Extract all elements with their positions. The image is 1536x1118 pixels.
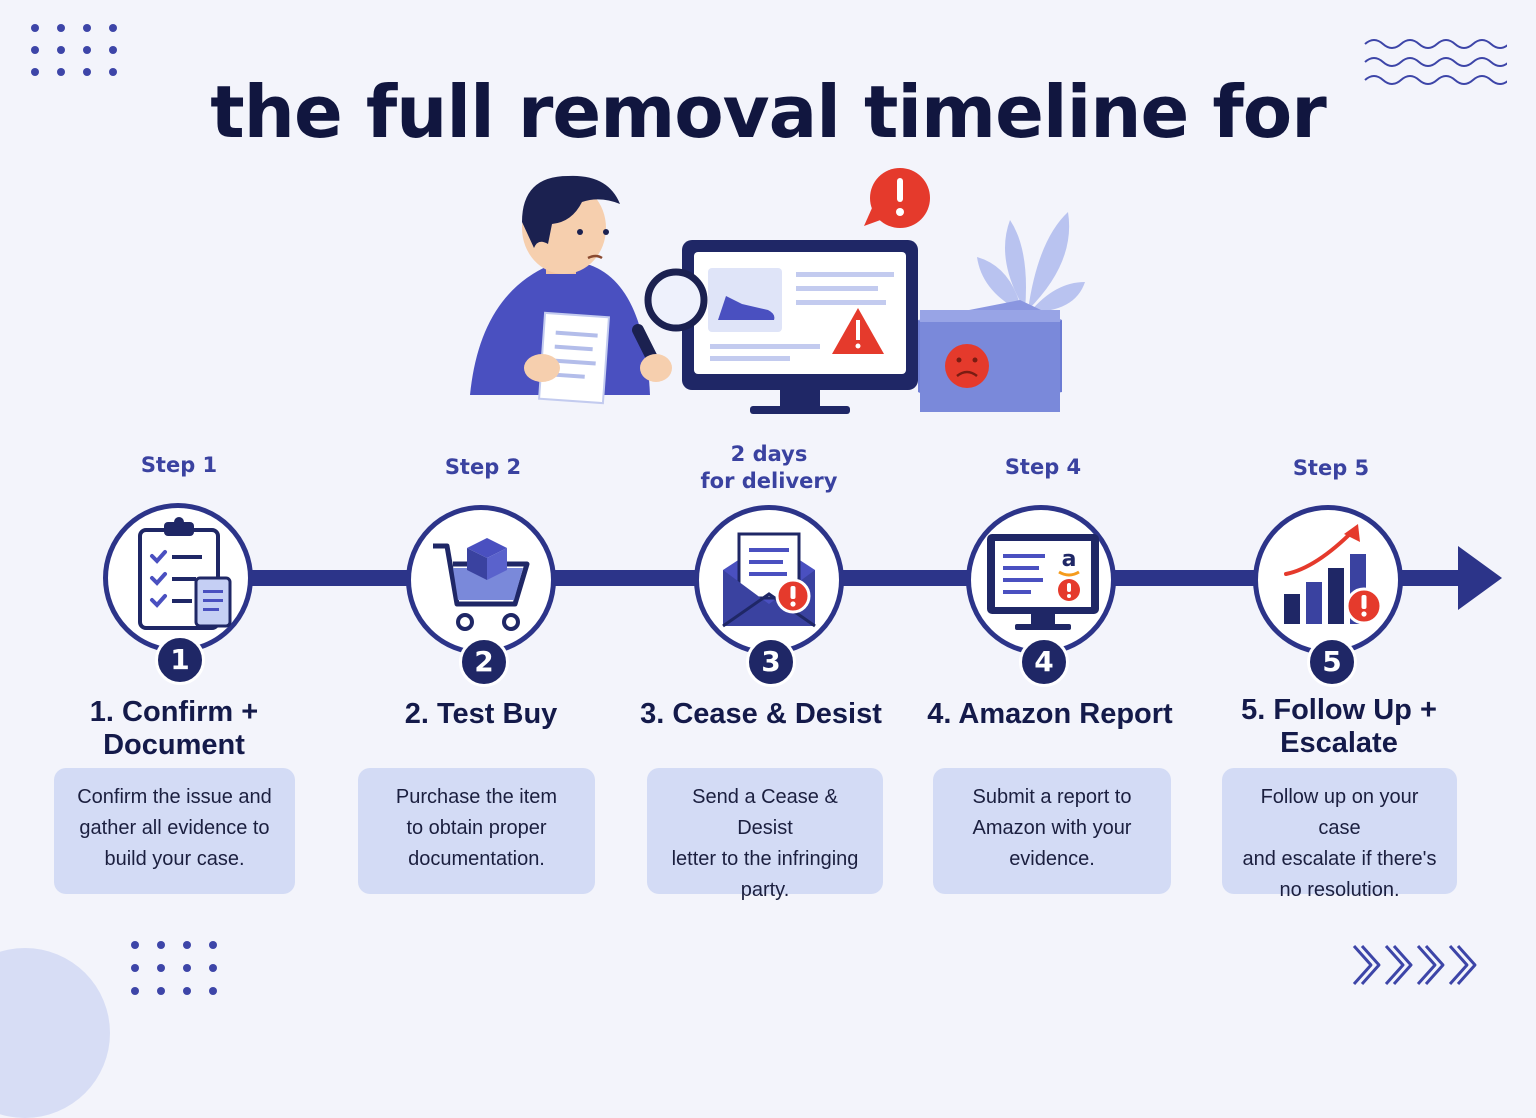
wave-decoration	[1364, 39, 1507, 85]
step-4-number: 4	[1019, 637, 1069, 687]
step-3-circle	[694, 505, 844, 655]
shopping-cart-icon	[433, 538, 530, 631]
document-icon	[524, 311, 610, 405]
step-1-title: 1. Confirm +Document	[89, 696, 259, 761]
step-1-description-card: Confirm the issue and gather all evidenc…	[54, 768, 295, 894]
hero-illustration	[470, 168, 1085, 414]
step-1-circle	[103, 503, 253, 653]
step-3-description-card: Send a Cease & Desist letter to the infr…	[647, 768, 883, 901]
alert-bubble-icon	[864, 168, 930, 228]
step-2-label: Step 2	[444, 455, 522, 479]
dot-grid-decoration-bottom	[131, 941, 217, 995]
corner-blob-decoration	[0, 948, 110, 1118]
growth-chart-alert-icon	[1284, 524, 1383, 625]
amazon-monitor-icon: a	[987, 534, 1099, 630]
sad-box-icon	[918, 300, 1062, 412]
step-4-label: Step 4	[1004, 455, 1082, 479]
step-5-circle	[1253, 505, 1403, 655]
step-5-number: 5	[1307, 637, 1357, 687]
step-2-circle	[406, 505, 556, 655]
step-1-label: Step 1	[140, 453, 218, 477]
step-3-number: 3	[746, 637, 796, 687]
step-3-title: 3. Cease & Desist	[640, 698, 882, 730]
amazon-logo: a	[1062, 547, 1077, 572]
step-4-title: 4. Amazon Report	[927, 698, 1173, 730]
monitor-icon	[682, 240, 918, 414]
step-5-title: 5. Follow Up +Escalate	[1241, 694, 1437, 759]
step-2-title: 2. Test Buy	[404, 698, 558, 730]
step-2-number: 2	[459, 637, 509, 687]
plant-icon	[977, 212, 1085, 312]
timeline-arrowhead-icon	[1458, 546, 1502, 610]
clipboard-checklist-icon	[138, 517, 232, 630]
step-5-description-card: Follow up on your case and escalate if t…	[1222, 768, 1457, 901]
chevrons-decoration	[1352, 944, 1477, 986]
dot-grid-decoration	[31, 24, 117, 76]
page-title: the full removal timeline for	[210, 70, 1326, 154]
magnifying-glass-icon	[632, 268, 708, 382]
sneaker-icon	[718, 296, 775, 320]
step-4-description-card: Submit a report to Amazon with your evid…	[933, 768, 1171, 894]
step-2-description-card: Purchase the item to obtain proper docum…	[358, 768, 595, 894]
step-4-circle: a	[966, 505, 1116, 655]
envelope-alert-icon	[722, 532, 816, 628]
step-5-label: Step 5	[1292, 456, 1370, 480]
step-1-number: 1	[155, 635, 205, 685]
